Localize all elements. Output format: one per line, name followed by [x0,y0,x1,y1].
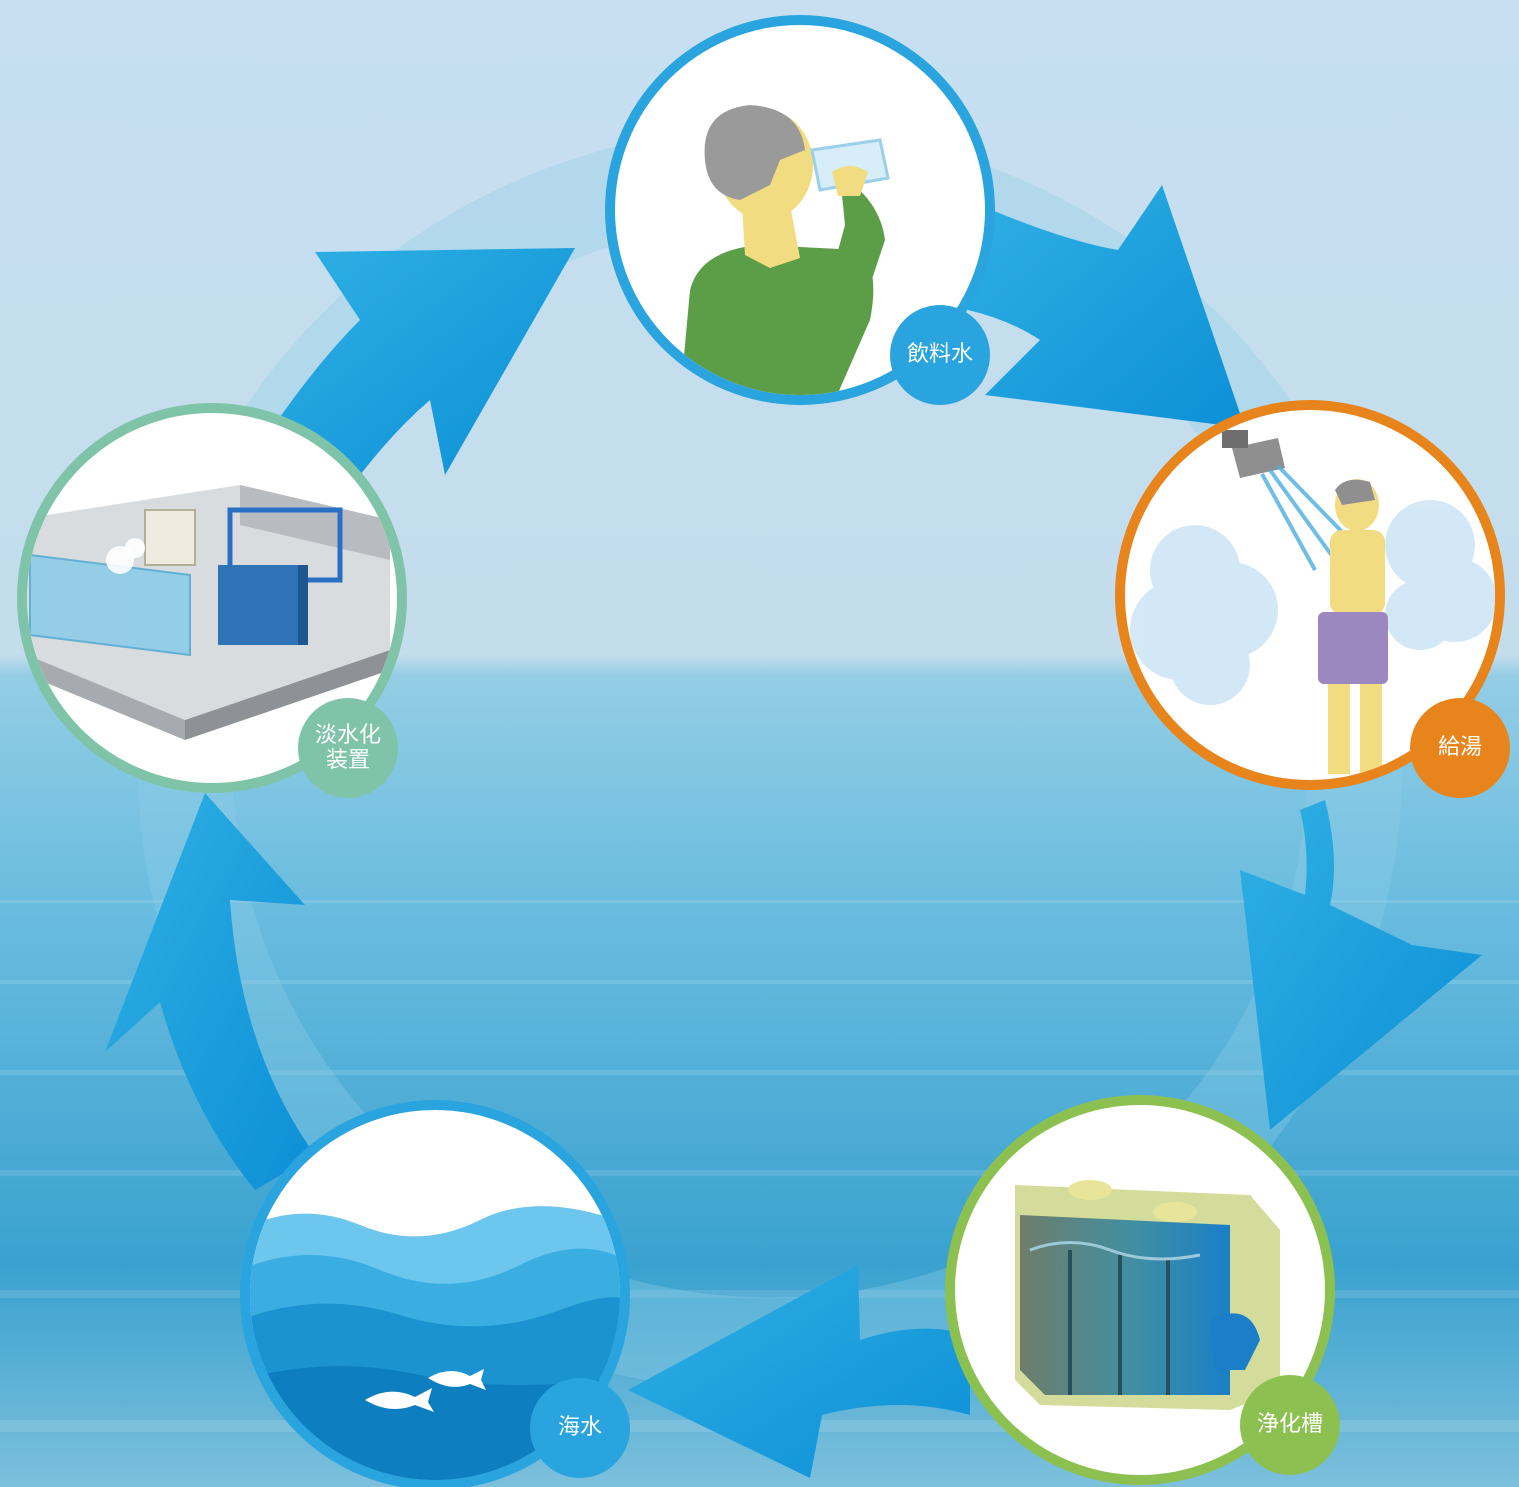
label-drinking-water: 飲料水 [906,342,973,368]
badge-seawater: 海水 [530,1378,630,1478]
arrow-desalination-to-drinking [278,248,575,475]
label-hot-water: 給湯 [1437,735,1482,761]
badge-desalination: 淡水化 装置 [298,698,398,798]
label-desalination-line2: 装置 [325,748,370,773]
arrow-drinking-to-hot-water [968,185,1245,428]
stage-drinking-water [605,15,995,405]
arrow-hot-water-to-septic [1240,800,1482,1130]
badge-hot-water: 給湯 [1410,698,1510,798]
label-desalination-line1: 淡水化 [314,722,381,748]
cycle-arrows [105,185,1482,1478]
stage-septic-tank [945,1095,1335,1485]
stage-hot-water [1115,400,1505,790]
arrow-septic-to-seawater [628,1265,970,1478]
label-seawater: 海水 [557,1415,602,1441]
person-shower-icon [1130,430,1495,774]
label-septic-tank: 浄化槽 [1256,1412,1323,1438]
badge-septic-tank: 浄化槽 [1240,1375,1340,1475]
desalination-plant-icon [27,485,390,740]
arrow-seawater-to-desalination [105,793,315,1190]
septic-tank-icon [1015,1180,1280,1410]
badge-drinking-water: 飲料水 [890,305,990,405]
person-drinking-icon [680,105,890,395]
stage-desalination [17,403,407,793]
